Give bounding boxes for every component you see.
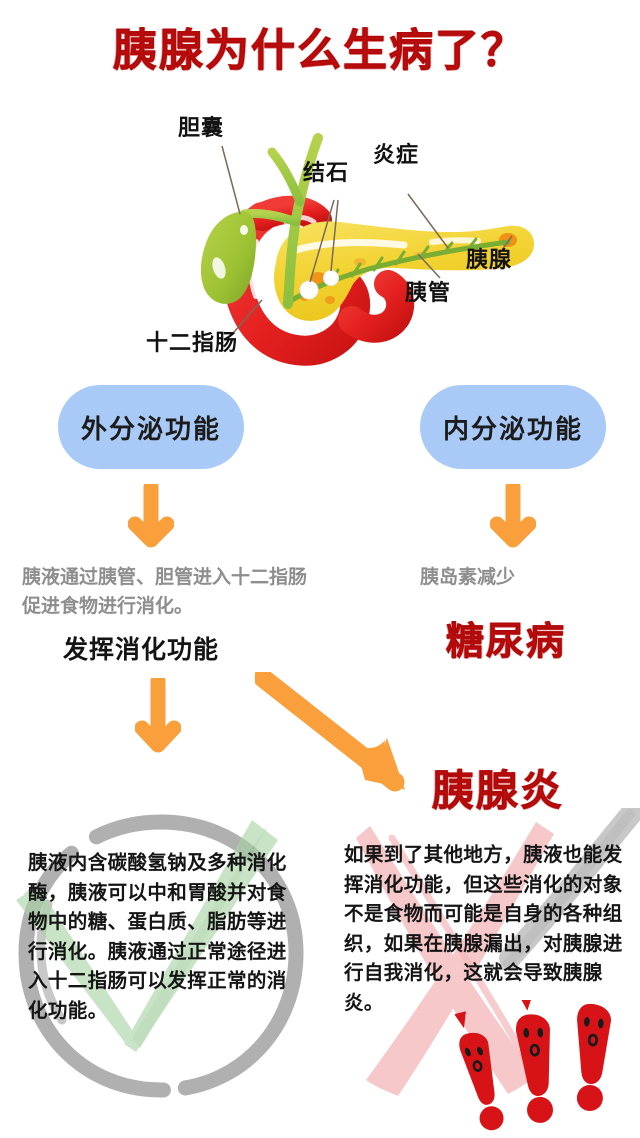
panel-normal-digestion-text: 胰液内含碳酸氢钠及多种消化酶，胰液可以中和胃酸并对食物中的糖、蛋白质、脂肪等进行…	[28, 851, 287, 1022]
label-inflammation: 炎症	[373, 143, 420, 168]
label-stones: 结石	[303, 161, 350, 186]
exclamation-character-2	[516, 1000, 554, 1123]
exclamation-character-1	[455, 1011, 504, 1131]
brush-circle-check-background	[16, 814, 304, 1098]
exocrine-description: 胰液通过胰管、胆管进入十二指肠促进食物进行消化。	[22, 566, 308, 617]
green-check-icon	[16, 820, 278, 1052]
branch-pill-endocrine[interactable]: 内分泌功能	[420, 385, 606, 469]
branch-pill-exocrine[interactable]: 外分泌功能	[58, 385, 244, 469]
red-cross-icon	[356, 822, 554, 1096]
label-pancreatic-duct: 胰管	[405, 281, 452, 306]
arrow-diagonal-icon-leak-path	[255, 672, 405, 792]
exclamation-character-3	[576, 1003, 611, 1111]
anatomy-svg	[200, 133, 534, 366]
pancreas-anatomy-illustration: 胆囊 结石 炎症 胰腺 胰管 十二指肠	[0, 82, 640, 372]
panel-abnormal-digestion-text: 如果到了其他地方，胰液也能发挥消化功能，但这些消化的对象不是食物而可能是自身的各…	[344, 843, 623, 1014]
gallbladder-shape	[200, 211, 256, 304]
arrow-down-icon-exocrine	[128, 484, 174, 548]
page-title: 胰腺为什么生病了？	[113, 25, 527, 77]
arrow-down-icon-normal-path	[135, 678, 181, 753]
label-duodenum: 十二指肠	[146, 331, 239, 356]
exclamation-characters-icon	[455, 1000, 611, 1131]
label-gallbladder: 胆囊	[178, 116, 225, 141]
gallstone-markers	[299, 270, 339, 300]
panel-normal-digestion: 胰液内含碳酸氢钠及多种消化酶，胰液可以中和胃酸并对食物中的糖、蛋白质、脂肪等进行…	[6, 808, 316, 1108]
pancreatitis-heading: 胰腺炎	[432, 766, 565, 816]
label-leader-lines	[221, 145, 513, 333]
brush-cross-background	[356, 808, 640, 1096]
branch-pill-exocrine-label: 外分泌功能	[80, 414, 221, 445]
branch-pill-endocrine-label: 内分泌功能	[442, 414, 583, 445]
exocrine-outcome: 发挥消化功能	[63, 635, 220, 664]
arrow-down-icon-endocrine	[490, 484, 536, 548]
panel-abnormal-digestion: 如果到了其他地方，胰液也能发挥消化功能，但这些消化的对象不是食物而可能是自身的各…	[330, 808, 640, 1108]
endocrine-outcome: 糖尿病	[446, 619, 567, 664]
label-pancreas: 胰腺	[466, 248, 513, 273]
endocrine-description: 胰岛素减少	[420, 566, 516, 588]
